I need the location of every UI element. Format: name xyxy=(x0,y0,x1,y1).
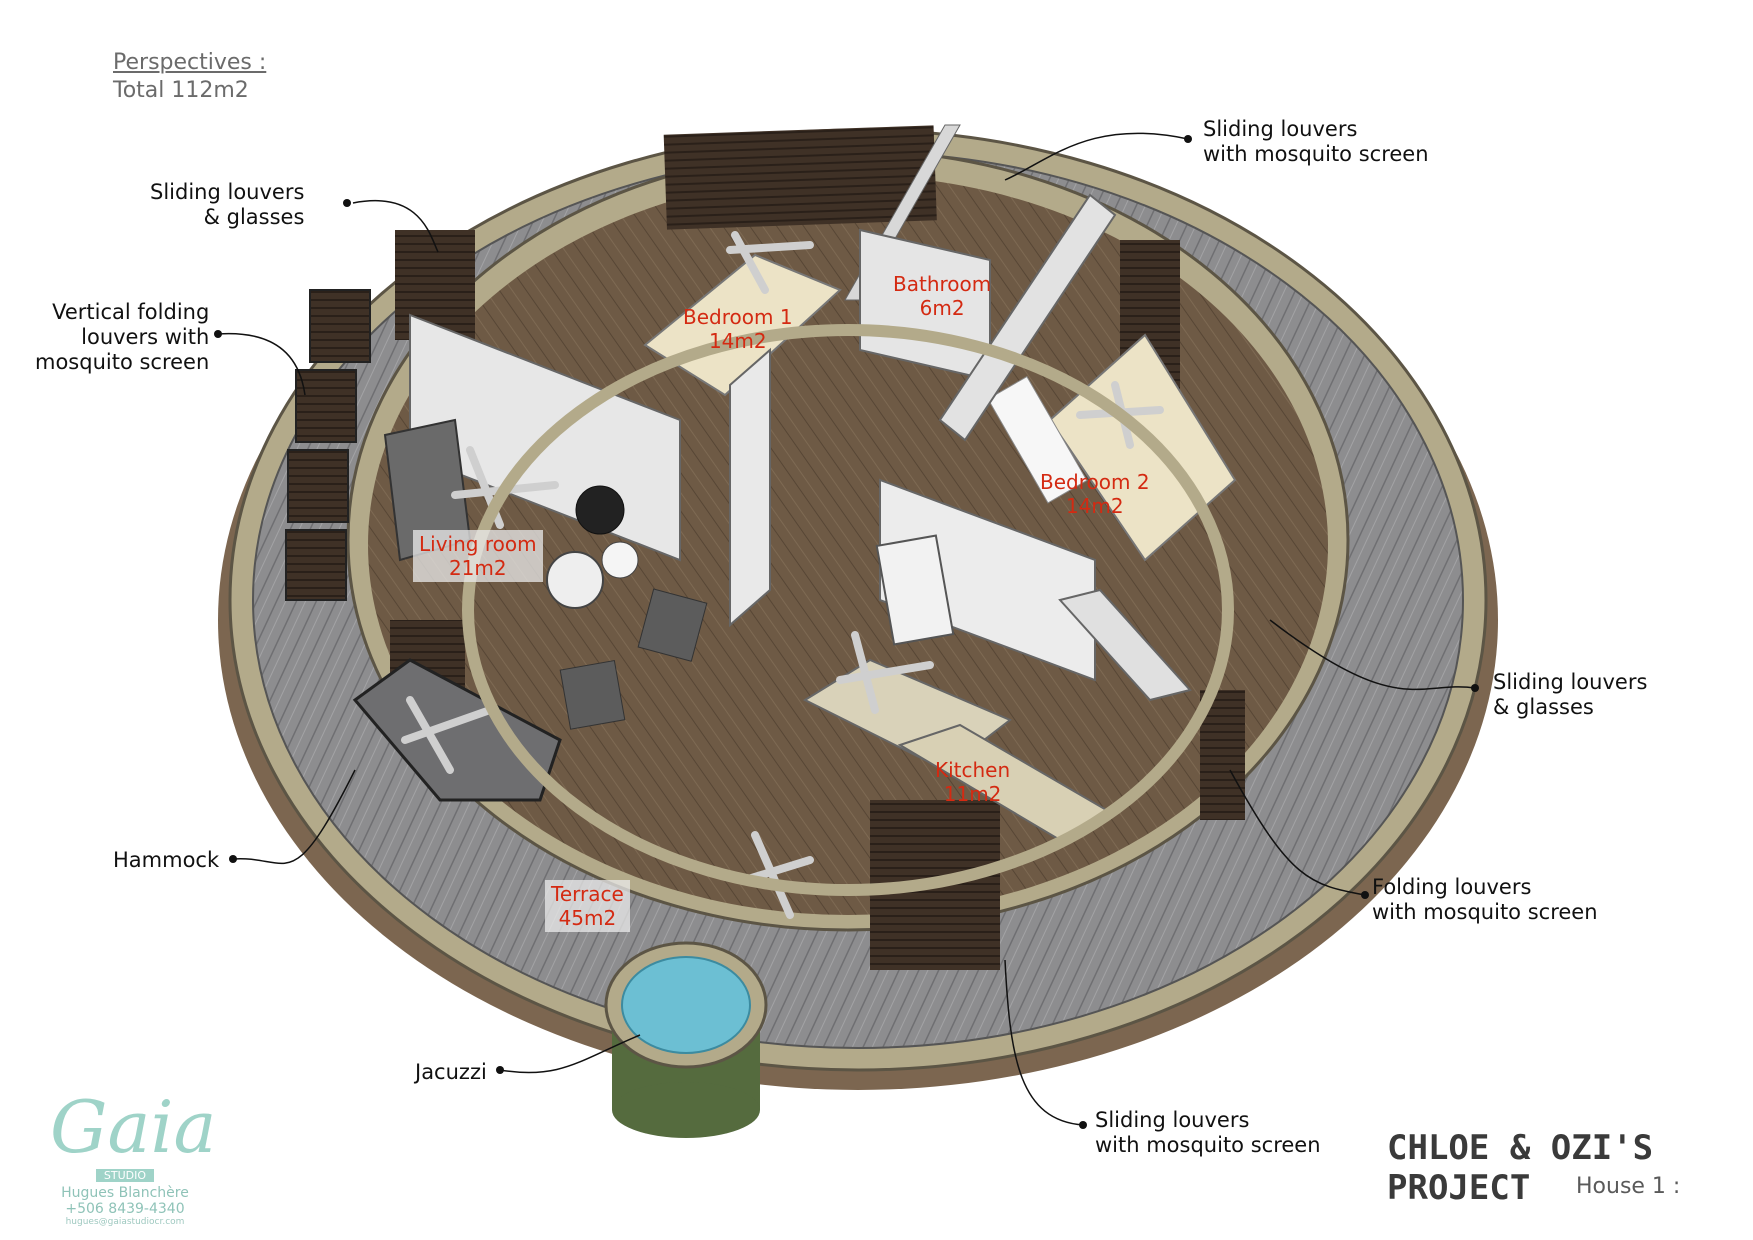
room-label-terrace: Terrace 45m2 xyxy=(545,880,630,932)
room-label-living-room: Living room 21m2 xyxy=(413,530,543,582)
room-label-kitchen: Kitchen 11m2 xyxy=(935,758,1011,806)
logo-wordmark: Gaia xyxy=(50,1085,217,1169)
perspectives-heading: Perspectives : xyxy=(113,50,267,75)
room-label-bathroom: Bathroom 6m2 xyxy=(893,272,992,320)
annotation-folding-louvers-mosquito: Folding louvers with mosquito screen xyxy=(1372,875,1598,924)
louver-panel xyxy=(395,230,475,340)
annotation-sliding-louvers-mosquito-top: Sliding louvers with mosquito screen xyxy=(1203,117,1429,166)
table xyxy=(575,485,625,535)
interior-floor xyxy=(368,175,1328,915)
wall-kitchen-side xyxy=(1058,588,1192,702)
annotation-sliding-louvers-glasses-right: Sliding louvers & glasses xyxy=(1493,670,1648,719)
logo-phone: +506 8439-4340 xyxy=(65,1201,185,1217)
table xyxy=(601,541,639,579)
louver-panel xyxy=(663,125,937,230)
logo-studio-tag: STUDIO xyxy=(95,1169,155,1182)
annotation-sliding-louvers-mosquito-bottom: Sliding louvers with mosquito screen xyxy=(1095,1108,1321,1157)
bedroom2-pillows xyxy=(987,375,1088,504)
annotation-jacuzzi: Jacuzzi xyxy=(415,1060,487,1084)
vertical-folding-louvers xyxy=(285,289,371,601)
fridge xyxy=(875,534,955,646)
house-subtitle: House 1 : xyxy=(1576,1174,1681,1199)
logo-designer-name: Hugues Blanchère xyxy=(61,1185,189,1201)
gaia-studio-logo: Gaia STUDIO Hugues Blanchère +506 8439-4… xyxy=(50,1085,217,1227)
armchair xyxy=(559,660,626,730)
armchair xyxy=(637,588,708,662)
annotation-sliding-louvers-glasses-left: Sliding louvers & glasses xyxy=(150,180,305,229)
annotation-bullets xyxy=(214,135,1479,1129)
jacuzzi xyxy=(604,941,768,1138)
project-title: CHLOE & OZI'S PROJECT xyxy=(1387,1128,1654,1208)
annotation-hammock: Hammock xyxy=(113,848,220,872)
table xyxy=(546,551,604,609)
annotation-vertical-folding-louvers: Vertical folding louvers with mosquito s… xyxy=(35,300,210,374)
logo-email: hugues@gaiastudiocr.com xyxy=(65,1217,185,1227)
annotation-leader-lines xyxy=(217,132,1476,1126)
room-label-bedroom2: Bedroom 2 14m2 xyxy=(1040,470,1150,518)
inner-beam-ring xyxy=(462,324,1234,896)
total-area: Total 112m2 xyxy=(113,78,249,103)
room-label-bedroom1: Bedroom 1 14m2 xyxy=(683,305,793,353)
hammock xyxy=(352,658,562,802)
wall-corridor xyxy=(729,347,771,628)
